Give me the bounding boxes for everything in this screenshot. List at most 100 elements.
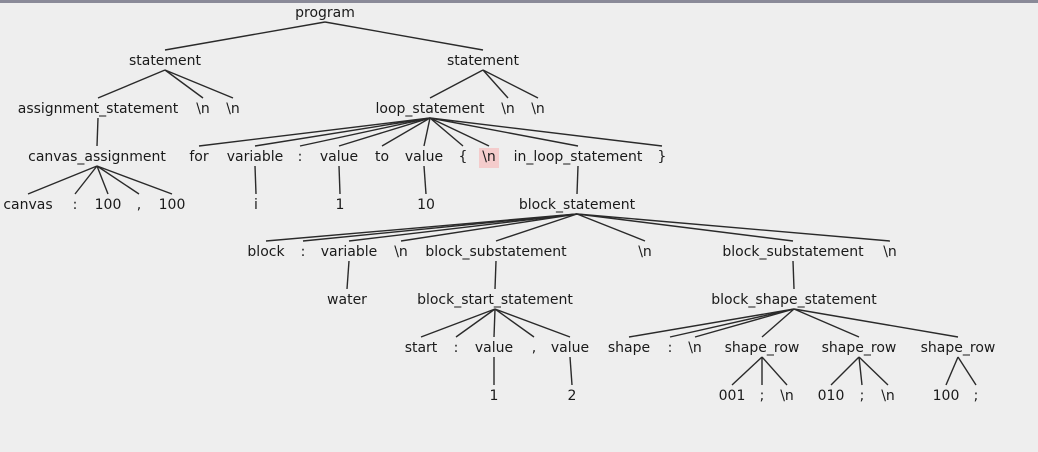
tree-node-r3-val[interactable]: 100: [933, 388, 960, 404]
tree-edge-block-stmt-b-sub2: [576, 213, 794, 242]
tree-node-ca-w[interactable]: 100: [95, 197, 122, 213]
tree-edge-loop-stmt-l-colon: [299, 117, 431, 147]
tree-edge-program-s2: [324, 21, 484, 51]
tree-node-s1[interactable]: statement: [129, 53, 202, 69]
tree-edge-bss-st-value1: [493, 308, 496, 338]
tree-edge-l-value1-v-1: [338, 165, 341, 195]
tree-node-sr2[interactable]: shape_row: [822, 340, 897, 356]
tree-node-sv-2[interactable]: 2: [568, 388, 577, 404]
tree-node-st-comma[interactable]: ,: [532, 340, 536, 356]
tree-edge-l-variable-v-i: [254, 165, 257, 195]
tree-node-r1-nl[interactable]: \n: [780, 388, 794, 404]
tree-node-s1-nl1[interactable]: \n: [196, 101, 210, 117]
tree-node-v-1[interactable]: 1: [336, 197, 345, 213]
tree-edge-bshape-sh-colon: [669, 308, 795, 338]
tree-node-v-i[interactable]: i: [254, 197, 258, 213]
tree-node-b-block[interactable]: block: [247, 244, 285, 260]
tree-node-bshape[interactable]: block_shape_statement: [711, 292, 877, 308]
tree-edge-bshape-sr2: [793, 308, 860, 338]
tree-node-bss[interactable]: block_start_statement: [417, 292, 573, 308]
tree-node-l-colon[interactable]: :: [298, 149, 303, 165]
tree-edge-block-stmt-b-sub1: [495, 213, 578, 242]
tree-node-loop-stmt[interactable]: loop_statement: [376, 101, 485, 117]
tree-node-sv-1[interactable]: 1: [490, 388, 499, 404]
tree-node-s2-nl1[interactable]: \n: [501, 101, 515, 117]
tree-edge-canvas-assign-ca-h: [96, 165, 173, 195]
tree-edge-loop-stmt-l-lbrace: [429, 117, 464, 147]
tree-edge-sr3-r3-val: [945, 356, 959, 386]
tree-node-ca-colon[interactable]: :: [73, 197, 78, 213]
tree-node-l-to[interactable]: to: [375, 149, 389, 165]
tree-node-l-value2[interactable]: value: [405, 149, 443, 165]
tree-node-block-stmt[interactable]: block_statement: [519, 197, 636, 213]
highlight-box: [479, 148, 499, 168]
tree-edge-bshape-sh-shape: [628, 308, 795, 338]
tree-node-b-sub2[interactable]: block_substatement: [722, 244, 864, 260]
tree-edge-block-stmt-b-nl1: [400, 213, 578, 242]
tree-node-st-colon[interactable]: :: [454, 340, 459, 356]
tree-edge-loop-stmt-l-variable: [254, 117, 431, 147]
tree-node-program[interactable]: program: [295, 5, 355, 21]
tree-node-r2-semi[interactable]: ;: [860, 388, 865, 404]
tree-edge-program-s1: [164, 21, 326, 51]
tree-edge-loop-stmt-l-inloop: [429, 117, 579, 147]
tree-node-st-value1[interactable]: value: [475, 340, 513, 356]
tree-node-sh-shape[interactable]: shape: [608, 340, 650, 356]
tree-node-l-nl[interactable]: \n: [482, 149, 496, 165]
tree-node-ca-comma[interactable]: ,: [137, 197, 141, 213]
tree-edge-sr2-r2-semi: [858, 356, 863, 386]
tree-edge-bss-st-colon: [455, 308, 496, 338]
tree-edge-sr2-r2-nl: [858, 356, 889, 386]
tree-node-b-sub1[interactable]: block_substatement: [425, 244, 567, 260]
tree-node-l-lbrace[interactable]: {: [459, 149, 468, 165]
tree-node-sh-colon[interactable]: :: [668, 340, 673, 356]
tree-node-b-nl1[interactable]: \n: [394, 244, 408, 260]
tree-node-s2[interactable]: statement: [447, 53, 520, 69]
tree-edge-b-sub2-bshape: [792, 260, 795, 290]
tree-edge-canvas-assign-canvas: [27, 165, 98, 195]
tree-node-s1-nl2[interactable]: \n: [226, 101, 240, 117]
tree-edge-bshape-sr1: [761, 308, 795, 338]
tree-node-r1-semi[interactable]: ;: [760, 388, 765, 404]
tree-node-b-variable[interactable]: variable: [321, 244, 377, 260]
tree-node-sh-nl[interactable]: \n: [688, 340, 702, 356]
tree-edge-b-sub1-bss: [494, 260, 497, 290]
tree-edge-s1-assign-stmt: [97, 69, 166, 99]
tree-node-v-10[interactable]: 10: [417, 197, 435, 213]
tree-node-l-for[interactable]: for: [189, 149, 208, 165]
tree-node-st-value2[interactable]: value: [551, 340, 589, 356]
tree-node-l-inloop[interactable]: in_loop_statement: [514, 149, 643, 165]
tree-node-st-start[interactable]: start: [405, 340, 438, 356]
tree-node-l-value1[interactable]: value: [320, 149, 358, 165]
tree-node-sr1[interactable]: shape_row: [725, 340, 800, 356]
tree-node-b-nl3[interactable]: \n: [883, 244, 897, 260]
tree-edge-s1-s1-nl2: [164, 69, 234, 99]
tree-node-ca-h[interactable]: 100: [159, 197, 186, 213]
tree-node-r2-nl[interactable]: \n: [881, 388, 895, 404]
tree-node-l-rbrace[interactable]: }: [658, 149, 667, 165]
tree-edge-loop-stmt-l-for: [198, 117, 431, 147]
tree-node-canvas-assign[interactable]: canvas_assignment: [28, 149, 166, 165]
tree-edge-sr1-r1-nl: [761, 356, 788, 386]
tree-node-assign-stmt[interactable]: assignment_statement: [18, 101, 179, 117]
tree-node-canvas[interactable]: canvas: [3, 197, 52, 213]
tree-node-b-colon[interactable]: :: [301, 244, 306, 260]
tree-edge-s2-s2-nl2: [482, 69, 539, 99]
tree-node-r3-semi[interactable]: ;: [974, 388, 979, 404]
tree-edge-bss-st-value2: [494, 308, 571, 338]
tree-node-r2-val[interactable]: 010: [818, 388, 845, 404]
tree-node-s2-nl2[interactable]: \n: [531, 101, 545, 117]
tree-edge-loop-stmt-l-value1: [338, 117, 431, 147]
window-top-border: [0, 0, 1038, 3]
tree-node-sr3[interactable]: shape_row: [921, 340, 996, 356]
tree-node-b-nl2[interactable]: \n: [638, 244, 652, 260]
tree-edge-sr2-r2-val: [830, 356, 860, 386]
tree-edge-sr1-r1-val: [731, 356, 763, 386]
tree-node-r1-val[interactable]: 001: [719, 388, 746, 404]
tree-node-water[interactable]: water: [327, 292, 367, 308]
tree-edge-s2-loop-stmt: [429, 69, 484, 99]
tree-edge-bshape-sh-nl: [694, 308, 795, 338]
tree-edge-loop-stmt-l-to: [381, 117, 431, 147]
tree-node-l-variable[interactable]: variable: [227, 149, 283, 165]
